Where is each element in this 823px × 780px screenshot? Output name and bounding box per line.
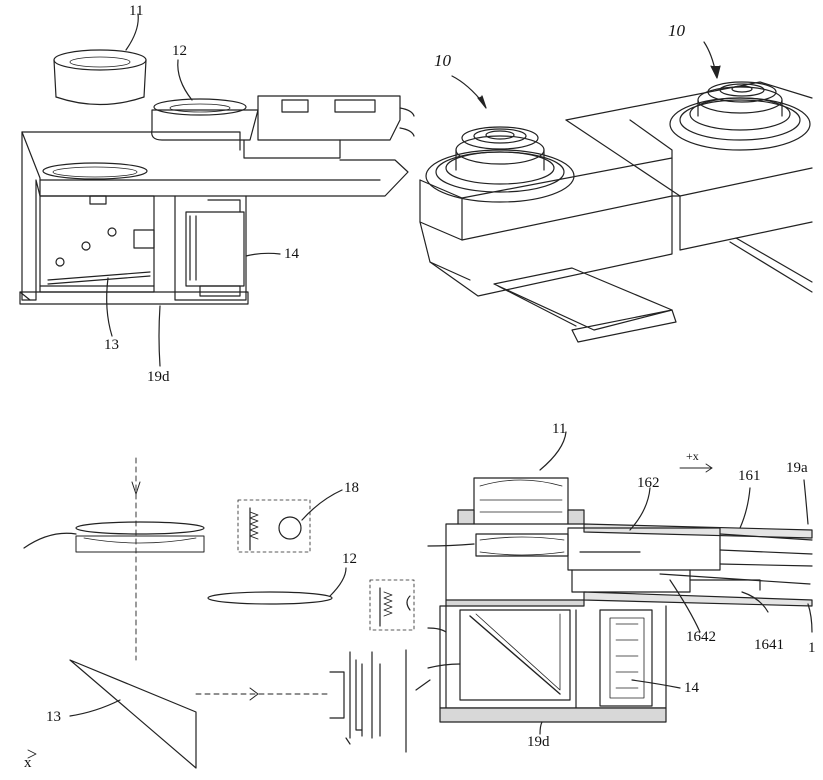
lens-12-ellipse	[207, 591, 333, 605]
module-10-left	[419, 119, 677, 343]
label-11-section: 11	[552, 421, 567, 437]
label-161: 161	[738, 468, 761, 484]
figure-bottom-left-schematic	[23, 457, 431, 769]
base-19d-section	[439, 707, 667, 723]
label-1-cut: 1	[808, 640, 816, 656]
leader-lens-left	[23, 532, 77, 549]
figure-top-right-modules	[419, 41, 813, 343]
figure-bottom-right-section	[427, 431, 813, 735]
arrow-10-right	[703, 41, 721, 79]
leader-12	[177, 59, 193, 101]
label-19d-section: 19d	[527, 734, 550, 750]
module-housing	[19, 131, 409, 305]
label-10-left: 10	[434, 51, 451, 70]
label-19d-top-left: 19d	[147, 369, 170, 385]
label-10-right: 10	[668, 21, 685, 40]
prism-13	[69, 659, 197, 769]
label-1641: 1641	[754, 637, 784, 653]
actuator-18	[237, 489, 343, 553]
label-13-top-left: 13	[104, 337, 119, 353]
label-12-schematic: 12	[342, 551, 357, 567]
lens-holder-12	[151, 95, 415, 159]
lens-11-cylinder	[53, 49, 147, 106]
sensor-14-section	[599, 609, 653, 707]
leader-13-bottom	[69, 699, 121, 717]
leader-11	[125, 13, 139, 51]
label-19a: 19a	[786, 460, 808, 476]
leader-19d	[158, 305, 161, 367]
figure-top-left-module	[19, 13, 415, 367]
label-14-section: 14	[684, 680, 699, 696]
arrow-10-left	[451, 75, 487, 109]
label-162: 162	[637, 475, 660, 491]
module-10-right	[565, 81, 813, 293]
label-x-axis: x	[24, 755, 32, 771]
label-plus-x: +x	[686, 449, 699, 463]
leader-13	[106, 277, 113, 337]
filter-sensor-stack	[329, 649, 431, 753]
axis-arrow-x	[27, 749, 37, 759]
lens-element-upper	[75, 521, 205, 535]
label-13-schematic: 13	[46, 709, 61, 725]
label-18: 18	[344, 480, 359, 496]
label-11-top-left: 11	[129, 3, 144, 19]
leader-14	[245, 252, 281, 257]
label-14-top-left: 14	[284, 246, 299, 262]
label-12-top-left: 12	[172, 43, 187, 59]
label-1642: 1642	[686, 629, 716, 645]
actuator-12-coil	[369, 579, 415, 631]
